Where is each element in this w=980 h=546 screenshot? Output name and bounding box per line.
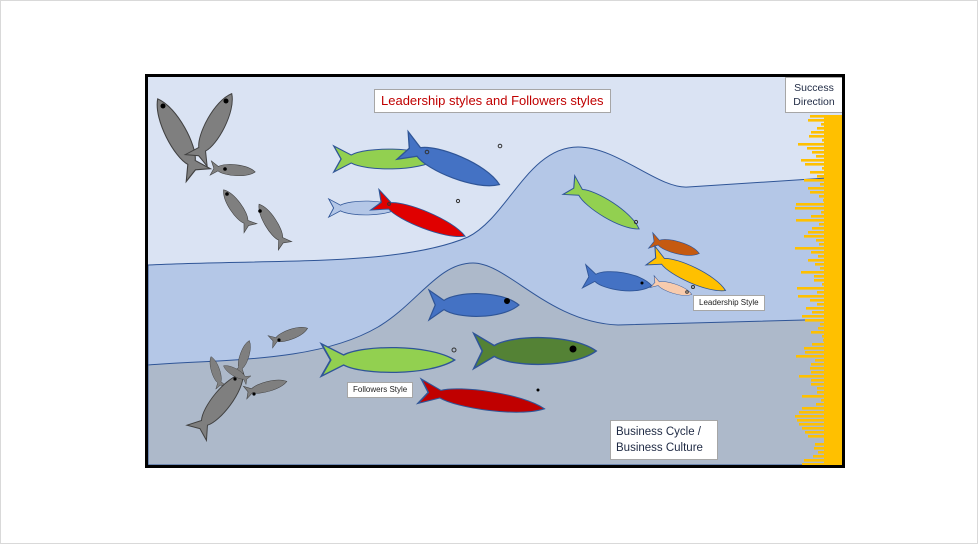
gold-streak (798, 143, 842, 146)
lower-gray-school (186, 321, 311, 441)
business-cycle-line1: Business Cycle / (616, 426, 702, 438)
upper-gray-school (148, 87, 292, 251)
gold-streak (795, 415, 842, 418)
fish-eye (160, 103, 166, 109)
fish-eye (225, 192, 229, 196)
gold-streak (804, 347, 842, 350)
gold-streak (796, 355, 842, 358)
follower-fish (320, 289, 598, 422)
gold-streak (801, 159, 842, 162)
fish-eye (258, 209, 262, 213)
middle-leader-fish (562, 175, 731, 301)
success-direction-label: Success Direction (785, 77, 842, 113)
gold-streak (797, 419, 842, 422)
success-direction-line2: Direction (793, 96, 835, 108)
gold-streak (802, 315, 842, 318)
gold-streak (799, 375, 842, 378)
gold-streak (799, 411, 842, 414)
gold-streak (801, 271, 842, 274)
gold-column (824, 115, 842, 465)
gold-streak (805, 163, 842, 166)
gold-streak (802, 395, 842, 398)
gold-streak (796, 219, 842, 222)
gold-streak (796, 203, 842, 206)
leadership-style-label: Leadership Style (693, 295, 765, 311)
business-cycle-label: Business Cycle / Business Culture (610, 420, 718, 460)
success-direction-bars (795, 115, 842, 465)
diagram-canvas (148, 77, 842, 465)
leadership-diagram: Leadership styles and Followers styles S… (145, 74, 845, 468)
gold-streak (795, 207, 842, 210)
gold-streak (804, 179, 842, 182)
gold-streak (805, 351, 842, 354)
followers-style-label: Followers Style (347, 382, 414, 398)
gold-streak (795, 247, 842, 250)
gold-streak (804, 459, 842, 462)
business-cycle-line2: Business Culture (616, 442, 703, 454)
gold-streak (802, 407, 842, 410)
gold-streak (805, 431, 842, 434)
gold-streak (802, 427, 842, 430)
fish-eye (223, 167, 227, 171)
diagram-title: Leadership styles and Followers styles (374, 89, 611, 113)
gold-streak (797, 287, 842, 290)
bottom-band (148, 262, 842, 465)
gold-streak (802, 463, 842, 465)
gold-streak (799, 423, 842, 426)
gold-streak (805, 319, 842, 322)
success-direction-line1: Success (794, 82, 834, 94)
gold-streak (804, 235, 842, 238)
upper-leader-fish (328, 130, 506, 248)
gold-streak (798, 295, 842, 298)
fish-eye (223, 98, 229, 104)
